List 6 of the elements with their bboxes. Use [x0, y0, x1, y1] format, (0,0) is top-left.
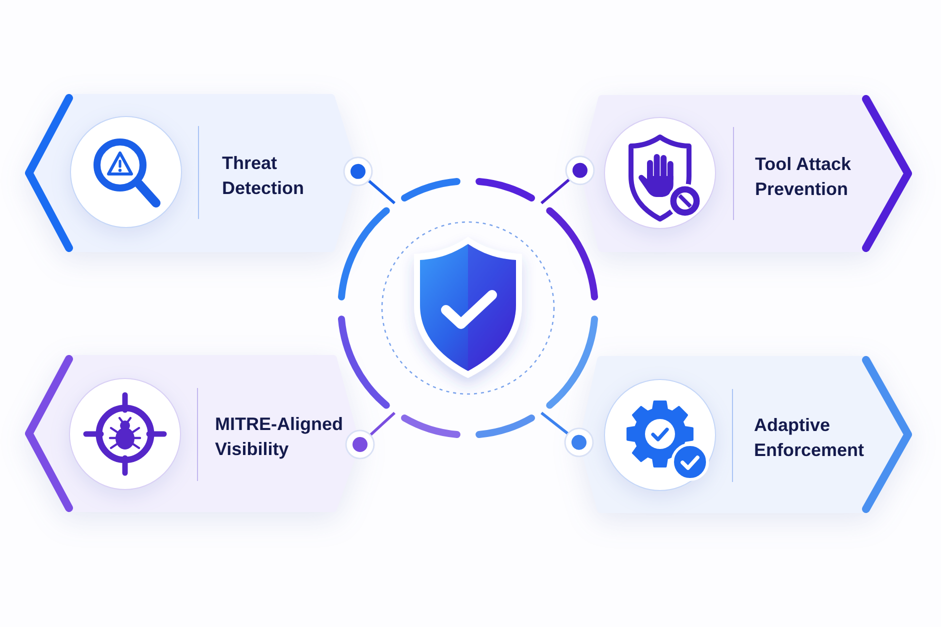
card-title: Tool Attack Prevention — [755, 152, 852, 200]
card-title: MITRE-Aligned Visibility — [215, 412, 344, 461]
connector-line — [345, 412, 396, 460]
card-title: Threat Detection — [222, 152, 306, 200]
card-title: Adaptive Enforcement — [754, 414, 866, 462]
feature-card — [579, 356, 912, 513]
